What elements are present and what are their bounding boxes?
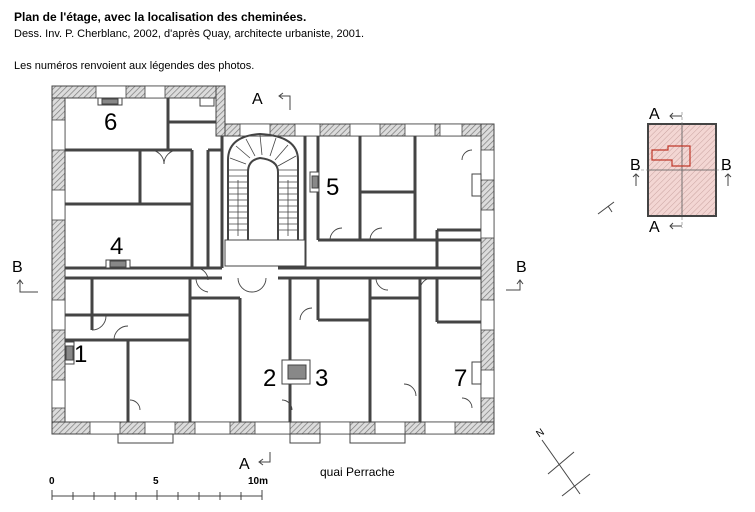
room-number: 1 xyxy=(74,341,87,368)
room-number: 4 xyxy=(110,233,123,260)
scale-tick-label: 0 xyxy=(49,476,55,487)
section-label-a-bottom: A xyxy=(239,456,250,473)
plan-credit: Dess. Inv. P. Cherblanc, 2002, d'après Q… xyxy=(14,28,365,40)
locator-label: B xyxy=(721,157,732,174)
room-number: 5 xyxy=(326,174,339,201)
scale-bar xyxy=(51,490,263,500)
staircase xyxy=(224,132,306,267)
street-label: quai Perrache xyxy=(320,465,395,479)
scale-tick-label: 5 xyxy=(153,476,159,487)
plan-note: Les numéros renvoient aux légendes des p… xyxy=(14,60,255,72)
room-number: 7 xyxy=(454,365,467,392)
room-numbers: 6 4 5 1 2 3 7 xyxy=(74,109,467,392)
balconies xyxy=(117,433,406,444)
windows xyxy=(51,85,495,435)
locator-label: A xyxy=(649,219,660,236)
locator-label: A xyxy=(649,106,660,123)
section-markers xyxy=(16,92,524,466)
room-number: 3 xyxy=(315,365,328,392)
plan-title: Plan de l'étage, avec la localisation de… xyxy=(14,10,307,24)
scale-tick-label: 10m xyxy=(248,476,268,487)
door-swings xyxy=(91,149,473,411)
section-label-a-top: A xyxy=(252,91,263,108)
room-number: 6 xyxy=(104,109,117,136)
room-number: 2 xyxy=(263,365,276,392)
section-label-b-left: B xyxy=(12,259,23,276)
north-label: N xyxy=(534,427,546,440)
interior-walls xyxy=(65,98,481,422)
north-arrow: N xyxy=(534,427,591,497)
locator-map xyxy=(597,112,732,230)
section-label-b-right: B xyxy=(516,259,527,276)
fireplaces xyxy=(64,97,482,385)
locator-label: B xyxy=(630,157,641,174)
